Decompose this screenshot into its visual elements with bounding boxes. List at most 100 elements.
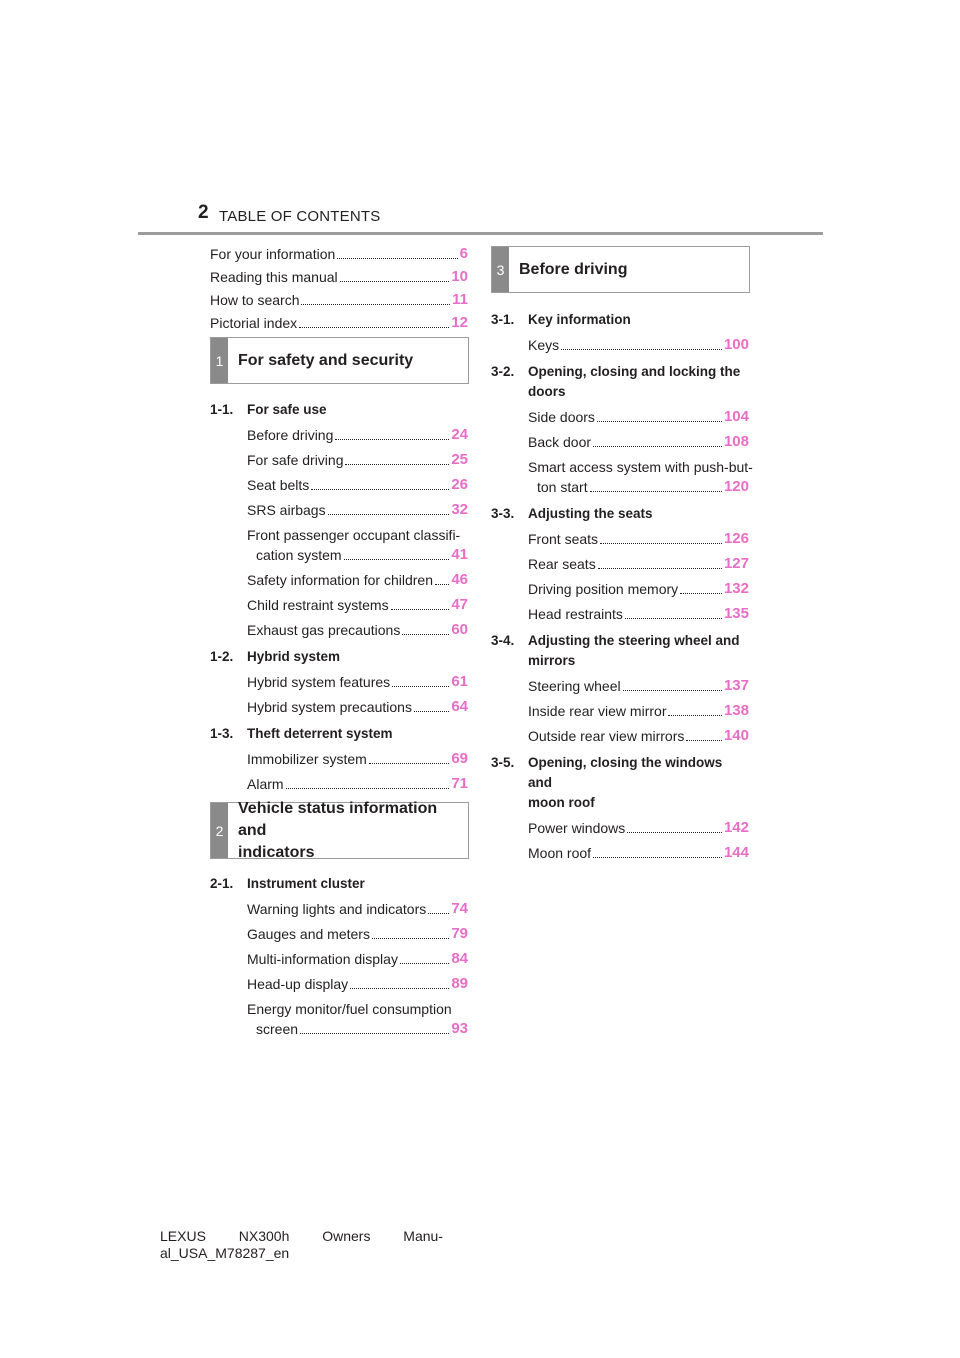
toc-entry-page[interactable]: 11	[452, 291, 468, 308]
chapter-title: For safety and security	[238, 351, 414, 369]
section-number: 1-2.	[210, 649, 234, 664]
toc-entry[interactable]: Steering wheel 137	[528, 676, 749, 696]
toc-entry-page[interactable]: 69	[451, 750, 468, 767]
toc-entry-page[interactable]: 6	[459, 245, 468, 262]
toc-entry[interactable]: Moon roof 144	[528, 843, 749, 863]
toc-entry-page[interactable]: 84	[451, 950, 468, 967]
toc-entry-page[interactable]: 74	[451, 900, 468, 917]
chapter-2-header[interactable]: 2 Vehicle status information and indicat…	[210, 800, 469, 861]
toc-entry-page[interactable]: 47	[451, 596, 468, 613]
section-heading[interactable]: 1-2. Hybrid system	[210, 647, 468, 667]
toc-entry-page[interactable]: 71	[451, 775, 468, 792]
toc-entry-label: For safe driving	[247, 452, 344, 468]
toc-entry-page[interactable]: 25	[451, 451, 468, 468]
toc-entry[interactable]: Reading this manual 10	[210, 267, 468, 287]
dot-leader	[300, 1025, 450, 1034]
toc-entry-page[interactable]: 138	[723, 702, 749, 719]
toc-entry[interactable]: Keys 100	[528, 335, 749, 355]
toc-entry[interactable]: Side doors 104	[528, 407, 749, 427]
toc-entry[interactable]: Head-up display 89	[247, 974, 468, 994]
dot-leader	[434, 576, 450, 585]
toc-entry-page[interactable]: 100	[723, 336, 749, 353]
toc-entry-label: Hybrid system features	[247, 674, 391, 690]
toc-entry[interactable]: SRS airbags 32	[247, 500, 468, 520]
toc-entry-label: Pictorial index	[210, 315, 298, 331]
toc-entry[interactable]: Outside rear view mirrors 140	[528, 726, 749, 746]
section-heading[interactable]: 3-3. Adjusting the seats	[491, 504, 749, 524]
toc-entry-label: For your information	[210, 246, 336, 262]
section-number: 3-4.	[491, 633, 515, 648]
toc-entry[interactable]: Inside rear view mirror 138	[528, 701, 749, 721]
toc-entry-page[interactable]: 60	[451, 621, 468, 638]
toc-entry[interactable]: Safety information for children 46	[247, 570, 468, 590]
chapter-title-line2: indicators	[238, 843, 315, 861]
section-heading[interactable]: 1-1. For safe use	[210, 400, 468, 420]
chapter-1-header[interactable]: 1 For safety and security	[210, 337, 469, 384]
toc-entry[interactable]: Hybrid system features 61	[247, 672, 468, 692]
toc-entry[interactable]: For your information 6	[210, 244, 468, 264]
toc-entry[interactable]: Before driving 24	[247, 425, 468, 445]
toc-entry-page[interactable]: 12	[451, 314, 468, 331]
section-heading[interactable]: 2-1. Instrument cluster	[210, 874, 468, 894]
toc-entry-page[interactable]: 135	[723, 605, 749, 622]
toc-entry[interactable]: Alarm 71	[247, 774, 468, 794]
toc-entry[interactable]: Gauges and meters 79	[247, 924, 468, 944]
section-title-line1: Opening, closing and locking the	[528, 364, 741, 379]
toc-entry-page[interactable]: 89	[451, 975, 468, 992]
toc-entry-page[interactable]: 132	[723, 580, 749, 597]
toc-entry[interactable]: Exhaust gas precautions 60	[247, 620, 468, 640]
section-heading[interactable]: 3-2. Opening, closing and locking the do…	[491, 362, 749, 402]
dot-leader	[413, 703, 450, 712]
toc-entry-page[interactable]: 142	[723, 819, 749, 836]
section-title: For safe use	[247, 402, 327, 417]
toc-entry-label: Head-up display	[247, 976, 349, 992]
toc-entry[interactable]: Warning lights and indicators 74	[247, 899, 468, 919]
toc-entry-page[interactable]: 10	[451, 268, 468, 285]
section-heading[interactable]: 1-3. Theft deterrent system	[210, 724, 468, 744]
chapter-3-header[interactable]: 3 Before driving	[491, 246, 750, 293]
toc-entry[interactable]: Driving position memory 132	[528, 579, 749, 599]
toc-entry[interactable]: Back door 108	[528, 432, 749, 452]
toc-entry[interactable]: Seat belts 26	[247, 475, 468, 495]
toc-entry-page[interactable]: 46	[451, 571, 468, 588]
toc-entry[interactable]: Immobilizer system 69	[247, 749, 468, 769]
toc-entry[interactable]: Multi-information display 84	[247, 949, 468, 969]
toc-entry-page[interactable]: 41	[451, 546, 468, 563]
toc-entry-label: Multi-information display	[247, 951, 398, 967]
section-heading[interactable]: 3-4. Adjusting the steering wheel and mi…	[491, 631, 749, 671]
toc-entry-page[interactable]: 144	[723, 844, 749, 861]
toc-entry[interactable]: Head restraints 135	[528, 604, 749, 624]
section-title: Hybrid system	[247, 649, 341, 664]
toc-entry[interactable]: Hybrid system precautions 64	[247, 697, 468, 717]
toc-entry-page[interactable]: 137	[723, 677, 749, 694]
toc-entry[interactable]: How to search 11	[210, 290, 468, 310]
toc-entry[interactable]: Power windows 142	[528, 818, 749, 838]
toc-entry-page[interactable]: 140	[723, 727, 749, 744]
toc-entry-page[interactable]: 126	[723, 530, 749, 547]
toc-entry[interactable]: Child restraint systems 47	[247, 595, 468, 615]
toc-entry-page[interactable]: 79	[451, 925, 468, 942]
toc-entry-page[interactable]: 120	[723, 478, 749, 495]
toc-entry-page[interactable]: 61	[451, 673, 468, 690]
intro-list: For your information 6 Reading this manu…	[210, 244, 468, 333]
section-heading[interactable]: 3-5. Opening, closing the windows and mo…	[491, 753, 749, 813]
section-heading[interactable]: 3-1. Key information	[491, 310, 749, 330]
toc-entry-page[interactable]: 127	[723, 555, 749, 572]
toc-entry-page[interactable]: 108	[723, 433, 749, 450]
toc-entry-page[interactable]: 24	[451, 426, 468, 443]
toc-entry[interactable]: For safe driving 25	[247, 450, 468, 470]
toc-entry-label-cont: screen	[256, 1021, 299, 1037]
toc-entry[interactable]: Energy monitor/fuel consumption screen 9…	[247, 999, 468, 1039]
toc-entry-page[interactable]: 26	[451, 476, 468, 493]
toc-entry[interactable]: Pictorial index 12	[210, 313, 468, 333]
toc-entry[interactable]: Front passenger occupant classifi- catio…	[247, 525, 468, 565]
toc-entry[interactable]: Front seats 126	[528, 529, 749, 549]
toc-entry-page[interactable]: 32	[451, 501, 468, 518]
toc-entry-label: Reading this manual	[210, 269, 338, 285]
toc-entry-page[interactable]: 93	[451, 1020, 468, 1037]
toc-entry-page[interactable]: 104	[723, 408, 749, 425]
toc-entry-page[interactable]: 64	[451, 698, 468, 715]
toc-entry[interactable]: Smart access system with push-but- ton s…	[528, 457, 753, 497]
toc-entry[interactable]: Rear seats 127	[528, 554, 749, 574]
dot-leader	[589, 483, 722, 492]
